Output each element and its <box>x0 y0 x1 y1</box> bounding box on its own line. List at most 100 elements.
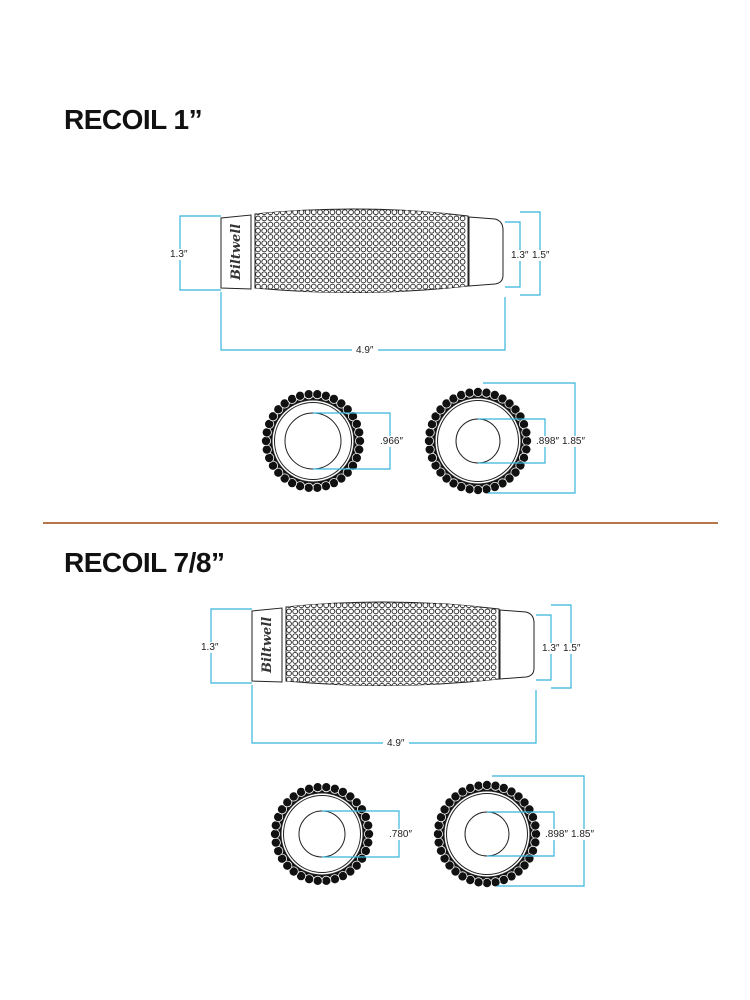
knurl-bump <box>372 602 379 609</box>
knurl-bump <box>484 639 491 646</box>
knurl-bump <box>459 271 466 278</box>
knurl-bump <box>403 277 410 284</box>
knurl-bump <box>530 837 541 848</box>
knurl-bump <box>521 427 532 438</box>
knurl-bump <box>286 645 292 652</box>
knurl-bump <box>397 633 404 640</box>
knurl-bump <box>379 645 385 652</box>
knurl-bump <box>410 639 416 646</box>
knurl-bump <box>310 258 317 265</box>
knurl-bump <box>261 252 268 259</box>
knurl-bump <box>330 597 335 602</box>
knurl-bump <box>465 633 472 640</box>
knurl-bump <box>391 283 398 290</box>
knurl-bump <box>360 627 367 633</box>
knurl-bump <box>428 265 435 271</box>
knurl-bump <box>447 676 454 683</box>
knurl-bump <box>366 271 373 278</box>
knurl-bump <box>453 676 460 683</box>
knurl-bump <box>354 246 361 253</box>
knurl-bump <box>335 664 342 671</box>
knurl-bump <box>323 651 330 658</box>
knurl-bump <box>255 209 261 216</box>
knurl-bump <box>261 265 268 271</box>
knurl-bump <box>441 258 447 265</box>
knurl-bump <box>360 658 367 664</box>
knurl-bump <box>292 633 299 640</box>
knurl-bump <box>298 258 305 265</box>
knurl-bump <box>360 289 367 293</box>
knurl-bump <box>441 639 447 646</box>
knurl-bump <box>391 277 398 284</box>
knurl-bump <box>447 602 454 609</box>
knurl-bump <box>422 620 429 627</box>
knurl-bump <box>311 597 316 602</box>
knurl-bump <box>317 633 323 640</box>
knurl-bump <box>391 252 398 259</box>
knurl-bump <box>360 252 367 259</box>
knurl-bump <box>360 645 367 652</box>
knurl-bump <box>434 227 441 234</box>
knurl-bump <box>428 277 435 284</box>
knurl-bump <box>317 620 323 627</box>
knurl-bump <box>304 289 311 293</box>
knurl-bump <box>273 289 280 293</box>
knurl-bump <box>416 252 423 259</box>
right-end-collar <box>468 216 504 287</box>
label-background <box>386 738 406 749</box>
knurl-bump <box>447 215 454 222</box>
knurl-bump <box>317 215 323 222</box>
knurl-bump <box>288 866 299 877</box>
knurl-bump <box>317 676 323 683</box>
knurl-bump <box>335 258 342 265</box>
knurl-bump <box>428 676 435 683</box>
knurl-bump <box>304 633 311 640</box>
knurl-bump <box>410 215 416 222</box>
knurl-bump <box>385 658 392 664</box>
knurl-bump <box>434 234 441 240</box>
knurl-bump <box>329 240 336 247</box>
knurl-bump <box>261 234 268 240</box>
label-background <box>535 436 561 447</box>
knurl-bump <box>441 252 447 259</box>
knurl-bump <box>403 620 410 627</box>
knurl-bump <box>366 651 373 658</box>
knurl-bump <box>385 627 392 633</box>
knurl-bump <box>410 664 416 671</box>
knurl-bump <box>274 204 279 209</box>
knurl-bump <box>355 204 360 209</box>
knurl-bump <box>348 289 354 293</box>
knurl-bump <box>335 676 342 683</box>
knurl-bump <box>379 277 385 284</box>
knurl-bump <box>304 283 311 290</box>
knurl-bump <box>519 860 530 871</box>
knurl-bump <box>341 627 348 633</box>
right-outer-diameter-label: 1.5″ <box>532 250 550 261</box>
knurl-bump <box>490 602 497 609</box>
knurl-bump <box>403 682 410 686</box>
knurl-bump <box>360 602 367 609</box>
knurl-bump <box>372 664 379 671</box>
knurl-bump <box>428 289 435 293</box>
knurl-bump <box>335 227 342 234</box>
knurl-bump <box>273 240 280 247</box>
grip-end-views <box>260 382 576 495</box>
knurl-bump <box>403 227 410 234</box>
knurl-bump <box>428 639 435 646</box>
knurl-bump <box>410 651 416 658</box>
knurl-bump <box>279 240 286 247</box>
knurl-bump <box>403 651 410 658</box>
knurl-bump <box>403 658 410 664</box>
knurl-bump <box>379 670 385 677</box>
knurl-bump <box>273 227 280 234</box>
knurl-bump <box>354 265 361 271</box>
knurl-bump <box>317 234 323 240</box>
knurl-bump <box>391 265 398 271</box>
knurl-bump <box>379 258 385 265</box>
label-background <box>570 829 596 840</box>
knurl-bump <box>410 682 416 686</box>
knurl-bump <box>317 283 323 290</box>
knurl-bump <box>268 204 273 209</box>
knurl-bump <box>287 478 298 489</box>
knurl-bump <box>366 289 373 293</box>
